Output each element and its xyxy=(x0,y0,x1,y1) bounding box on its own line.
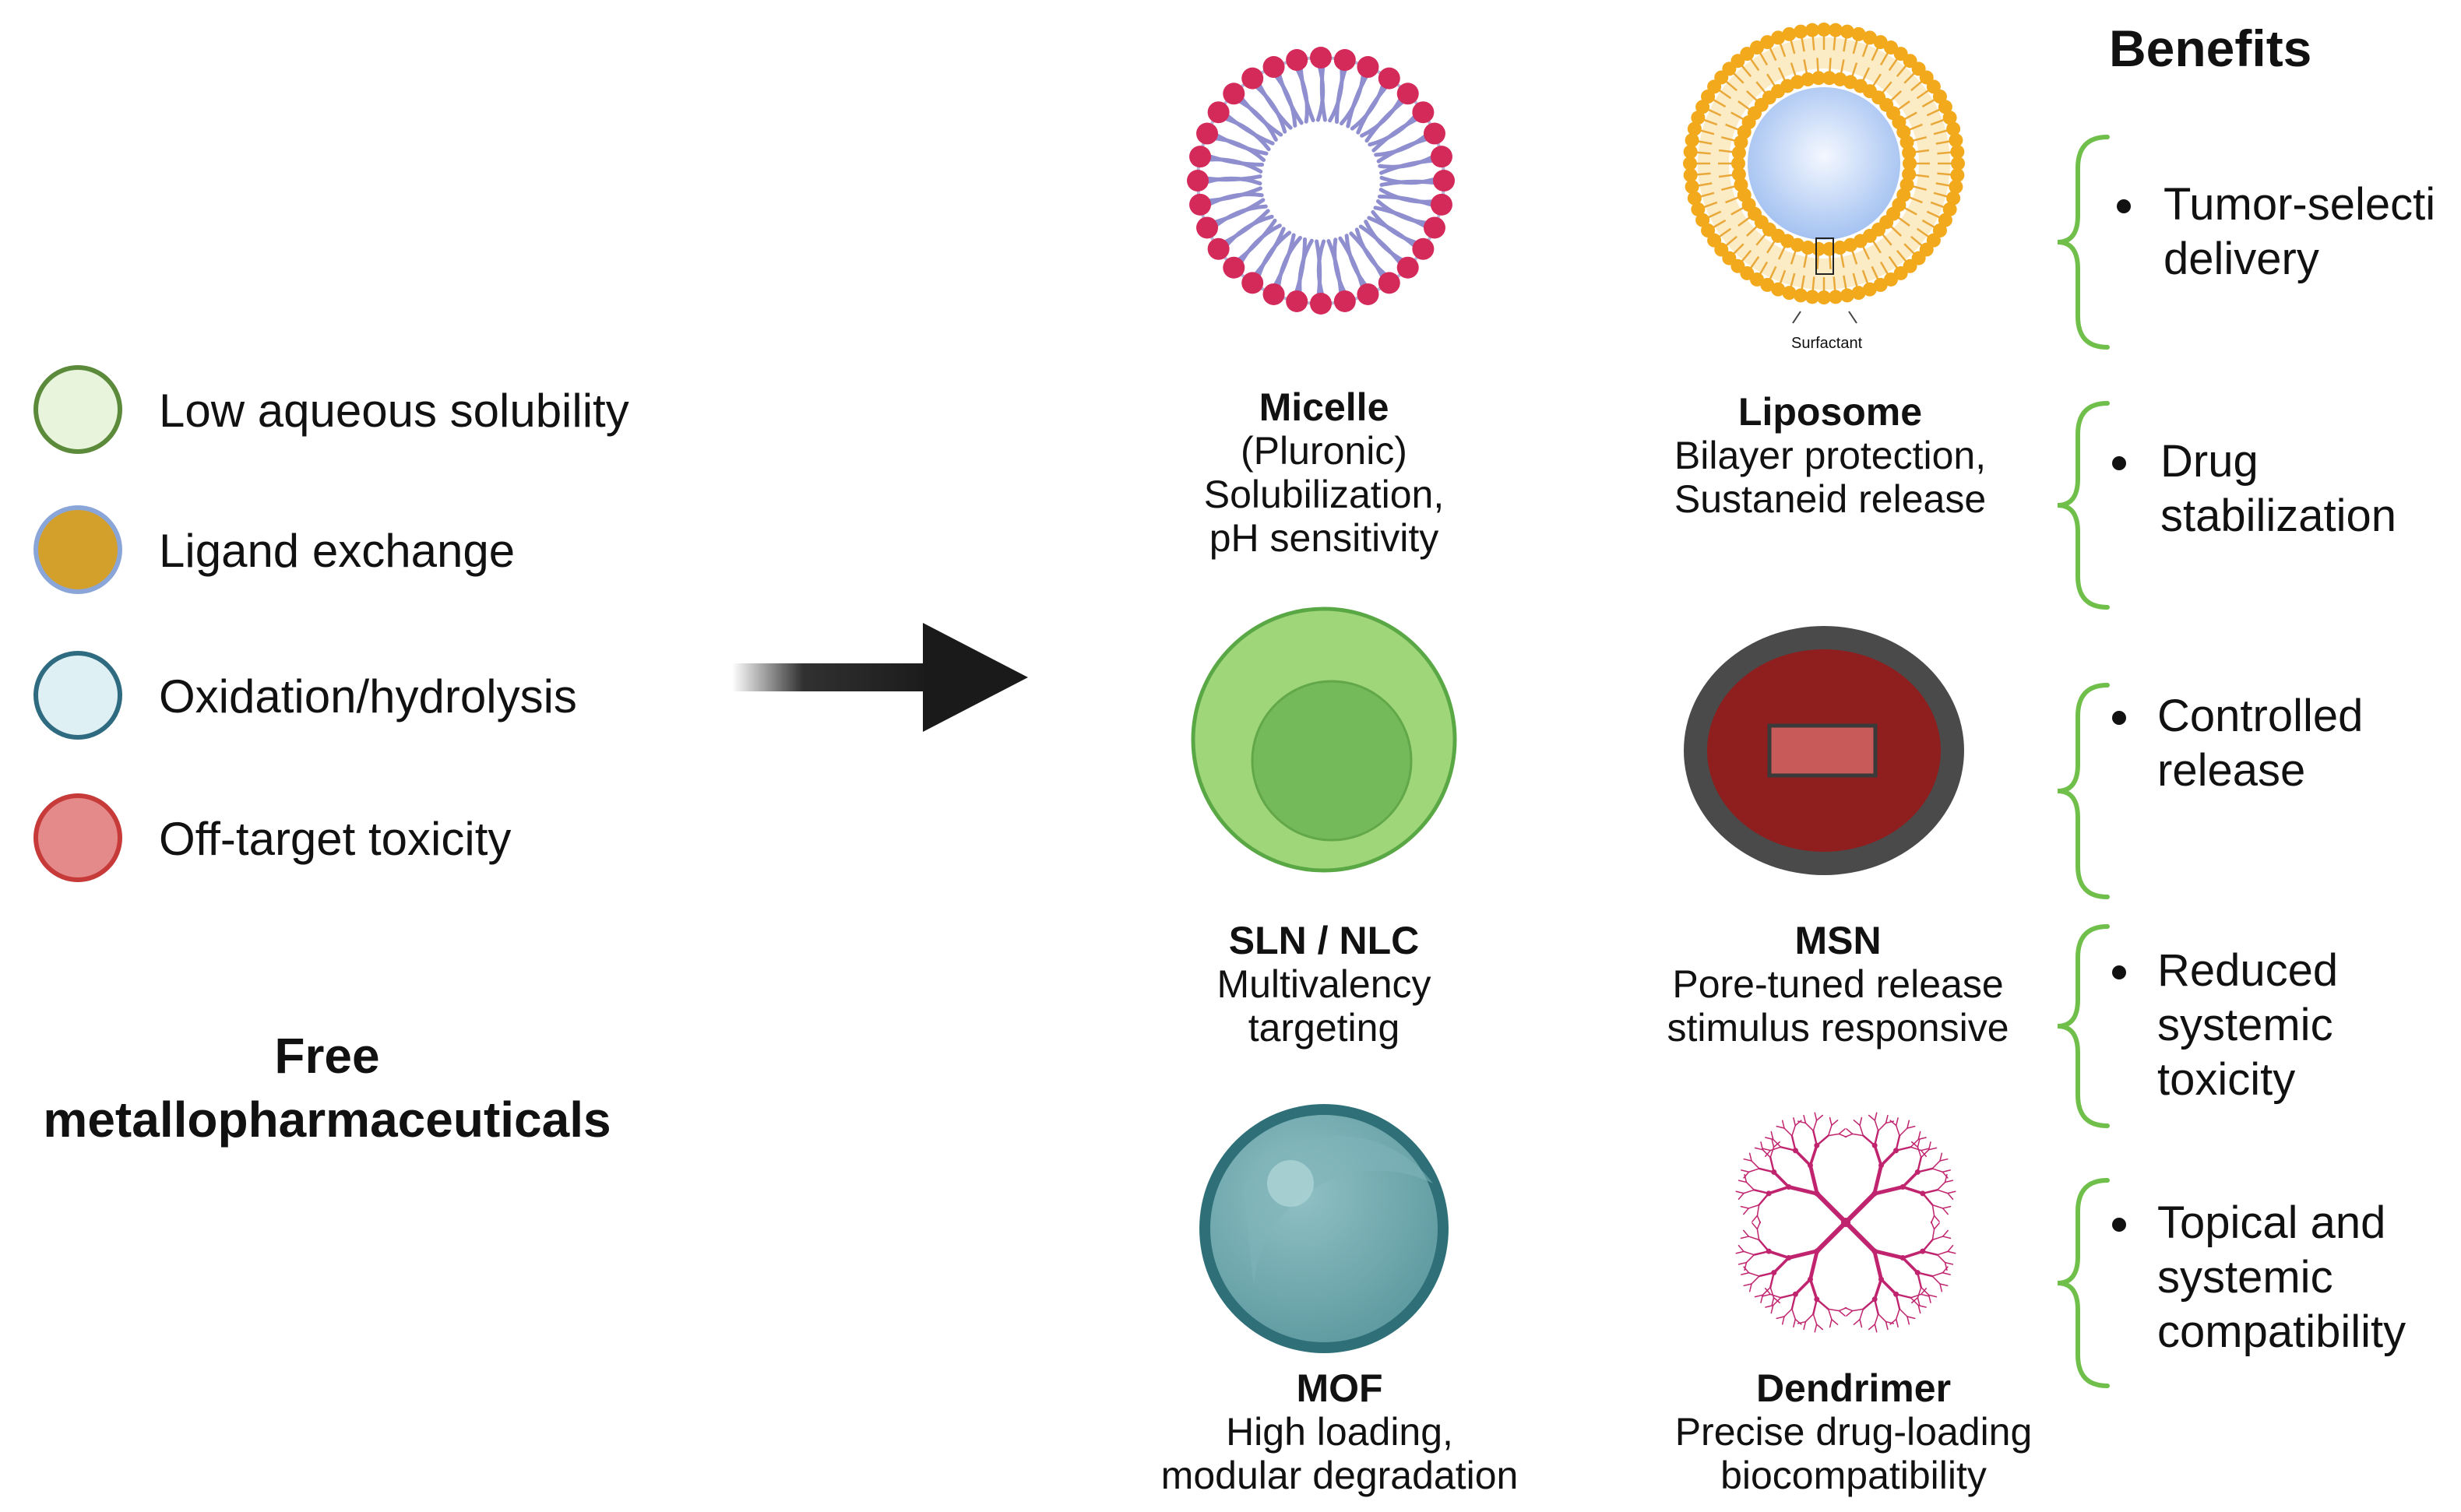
mof-line: modular degradation xyxy=(1160,1454,1519,1497)
msn-icon xyxy=(1684,626,1964,875)
arrow xyxy=(732,623,1028,732)
mof-line: High loading, xyxy=(1226,1410,1453,1454)
benefit-line: delivery xyxy=(2163,234,2319,284)
micelle-name: Micelle xyxy=(1259,385,1389,429)
micelle-icon xyxy=(1187,47,1455,315)
benefit-line: Topical and xyxy=(2157,1197,2386,1248)
bullet-icon xyxy=(2112,1218,2126,1232)
liposome-icon xyxy=(1683,23,1965,324)
benefit-tumor-selective: Tumor-selecti delivery xyxy=(2163,178,2435,287)
brace-icon xyxy=(2057,135,2110,350)
bullet-icon xyxy=(2117,199,2131,213)
brace-icon xyxy=(2057,1178,2110,1388)
benefit-line: systemic xyxy=(2157,1252,2333,1303)
legend-label-toxicity: Off-target toxicity xyxy=(159,813,512,865)
liposome-caption: Liposome Bilayer protection, Sustaneid r… xyxy=(1620,390,2040,521)
legend-marker-solubility xyxy=(33,365,122,454)
benefit-line: systemic xyxy=(2157,1000,2333,1050)
dendrimer-line: Precise drug-loading xyxy=(1674,1410,2033,1454)
free-metallopharmaceuticals-label: Free metallopharmaceuticals xyxy=(31,1024,623,1152)
micelle-line: pH sensitivity xyxy=(1209,516,1439,560)
micelle-caption: Micelle (Pluronic) Solubilization, pH se… xyxy=(1129,385,1519,560)
micelle-line: Solubilization, xyxy=(1203,473,1445,516)
dendrimer-line: biocompatibility xyxy=(1720,1454,1987,1497)
benefit-line: Tumor-selecti xyxy=(2163,179,2436,230)
bullet-icon xyxy=(2112,456,2126,470)
benefit-line: release xyxy=(2157,745,2306,796)
msn-line: Pore-tuned release xyxy=(1672,962,2004,1006)
benefit-compatibility: Topical and systemic compatibility xyxy=(2157,1196,2406,1359)
legend-label-solubility: Low aqueous solubility xyxy=(159,385,629,437)
sln-nlc-line: Multivalency xyxy=(1216,962,1431,1006)
benefit-reduced-toxicity: Reduced systemic toxicity xyxy=(2157,944,2338,1107)
legend-markers xyxy=(33,365,122,882)
msn-name: MSN xyxy=(1794,919,1882,962)
sln-nlc-name: SLN / NLC xyxy=(1228,919,1420,962)
benefit-controlled-release: Controlled release xyxy=(2157,689,2363,798)
micelle-line: (Pluronic) xyxy=(1241,429,1407,473)
sln-nlc-icon xyxy=(1191,607,1457,873)
surfactant-annotation: Surfactant xyxy=(1791,335,1863,352)
liposome-line: Sustaneid release xyxy=(1674,477,1987,521)
benefit-line: Controlled xyxy=(2157,691,2364,741)
mof-name: MOF xyxy=(1296,1366,1383,1410)
benefit-drug-stabilization: Drug stabilization xyxy=(2160,434,2396,543)
benefit-line: Reduced xyxy=(2157,945,2339,996)
bullet-icon xyxy=(2112,711,2126,725)
free-label-line2: metallopharmaceuticals xyxy=(43,1092,611,1148)
dendrimer-icon xyxy=(1735,1112,1956,1333)
dendrimer-caption: Dendrimer Precise drug-loading biocompat… xyxy=(1635,1366,2072,1497)
benefit-line: stabilization xyxy=(2160,491,2397,541)
legend-label-oxidation: Oxidation/hydrolysis xyxy=(159,670,577,723)
mof-caption: MOF High loading, modular degradation xyxy=(1129,1366,1550,1497)
sln-nlc-caption: SLN / NLC Multivalency targeting xyxy=(1129,919,1519,1050)
benefits-title: Benefits xyxy=(2109,19,2312,77)
msn-caption: MSN Pore-tuned release stimulus responsi… xyxy=(1620,919,2056,1050)
benefit-braces xyxy=(2057,135,2110,1388)
liposome-line: Bilayer protection, xyxy=(1674,434,1987,477)
benefit-line: Drug xyxy=(2160,436,2259,487)
legend-label-ligand: Ligand exchange xyxy=(159,525,516,577)
brace-icon xyxy=(2057,683,2110,899)
benefit-line: compatibility xyxy=(2157,1306,2406,1357)
sln-nlc-line: targeting xyxy=(1248,1006,1400,1050)
brace-icon xyxy=(2057,924,2110,1128)
dendrimer-name: Dendrimer xyxy=(1755,1366,1952,1410)
msn-line: stimulus responsive xyxy=(1667,1006,2009,1050)
bullet-icon xyxy=(2112,965,2126,979)
free-label-line1: Free xyxy=(274,1028,380,1084)
benefit-line: toxicity xyxy=(2157,1054,2296,1105)
legend-marker-toxicity xyxy=(33,793,122,882)
legend-marker-ligand xyxy=(33,505,122,594)
liposome-name: Liposome xyxy=(1737,390,1923,434)
brace-icon xyxy=(2057,401,2110,610)
mof-icon xyxy=(1199,1104,1449,1353)
legend-marker-oxidation xyxy=(33,651,122,740)
